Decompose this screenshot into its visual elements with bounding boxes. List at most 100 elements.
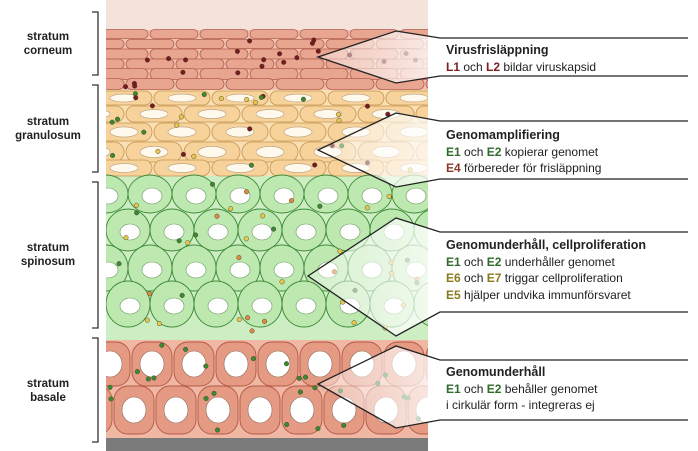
cell-nucleus	[205, 396, 231, 424]
cell-nucleus	[106, 261, 119, 279]
corneum-cell	[175, 78, 225, 90]
cell-nucleus	[109, 126, 139, 138]
cell-nucleus	[106, 350, 123, 378]
corneum-cell	[275, 78, 325, 90]
virus-particle	[218, 95, 224, 101]
virus-particle	[183, 346, 189, 352]
cell-nucleus	[197, 146, 227, 158]
corneum-cell	[275, 39, 325, 49]
cell-nucleus	[223, 350, 249, 378]
corneum-cell	[149, 68, 199, 80]
callout-genomunderhall-proliferation: Genomunderhåll, cellproliferation E1 och…	[446, 237, 676, 303]
cell-nucleus	[255, 146, 285, 158]
virus-particle	[351, 320, 357, 326]
virus-particle	[364, 205, 370, 211]
cell-nucleus	[163, 223, 185, 241]
virus-particle	[303, 374, 309, 380]
cell-nucleus	[141, 187, 163, 205]
corneum-cell	[225, 78, 275, 90]
virus-particle	[110, 152, 116, 158]
cell-nucleus	[225, 163, 255, 173]
corneum-cell	[149, 48, 199, 60]
virus-particle	[336, 111, 342, 117]
cell-nucleus	[119, 297, 141, 315]
arrow-genomunderhall-proliferation	[306, 217, 688, 337]
corneum-cell	[425, 79, 428, 89]
protein-code: E2	[486, 381, 502, 396]
callout-line: i cirkulär form - integreras ej	[446, 397, 676, 414]
callout-line: E1 och E2 kopierar genomet	[446, 144, 676, 161]
virus-particle	[203, 396, 209, 402]
virus-particle	[183, 57, 189, 63]
virus-particle	[296, 375, 302, 381]
cell-nucleus	[106, 187, 119, 205]
virus-particle	[365, 103, 371, 109]
label-stratum-spinosum: stratum spinosum	[8, 241, 88, 269]
virus-particle	[203, 363, 209, 369]
virus-particle	[281, 59, 287, 65]
virus-particle	[277, 51, 283, 57]
callout-arrows	[306, 30, 688, 429]
virus-particle	[228, 206, 234, 212]
virus-particle	[185, 240, 191, 246]
virus-particle	[317, 203, 323, 209]
virus-particle	[236, 255, 242, 261]
virus-particle	[259, 63, 265, 69]
callout-text: behåller genomet	[501, 381, 598, 396]
callout-text: hjälper undvika immunförsvaret	[460, 287, 631, 302]
virus-particle	[159, 342, 165, 348]
corneum-surface	[106, 0, 428, 30]
cell-nucleus	[317, 187, 339, 205]
cell-nucleus	[295, 223, 317, 241]
virus-particle	[155, 148, 161, 154]
protein-code: L1	[446, 59, 461, 74]
callout-line: E5 hjälper undvika immunförsvaret	[446, 287, 676, 304]
cell-nucleus	[167, 93, 197, 103]
corneum-cell	[275, 58, 325, 70]
corneum-cell	[106, 29, 149, 39]
cell-nucleus	[139, 350, 165, 378]
virus-particle	[294, 55, 300, 61]
label-stratum-granulosum: stratum granulosum	[8, 115, 88, 143]
corneum-cell	[249, 48, 299, 60]
cell-nucleus	[119, 223, 141, 241]
virus-particle	[107, 384, 113, 390]
virus-particle	[279, 279, 285, 285]
corneum-cell	[175, 39, 225, 49]
cell-nucleus	[163, 396, 189, 424]
protein-code: E1	[446, 144, 461, 159]
layer-name-line2: basale	[30, 392, 66, 404]
virus-particle	[297, 389, 303, 395]
cell-nucleus	[251, 297, 273, 315]
virus-particle	[179, 292, 185, 298]
cell-nucleus	[361, 187, 383, 205]
virus-particle	[260, 213, 266, 219]
virus-particle	[262, 318, 268, 324]
arrow-genomunderhall	[316, 345, 688, 429]
callout-text: bildar viruskapsid	[500, 59, 597, 74]
protein-code: E1	[446, 254, 461, 269]
virus-particle	[341, 422, 347, 428]
virus-particle	[174, 122, 180, 128]
virus-particle	[289, 198, 295, 204]
virus-particle	[248, 162, 254, 168]
callout-virusfrislappning: Virusfrisläppning L1 och L2 bildar virus…	[446, 42, 676, 75]
corneum-cell	[175, 58, 225, 70]
cell-nucleus	[163, 297, 185, 315]
corneum-cell	[325, 78, 375, 90]
virus-particle	[214, 213, 220, 219]
cell-nucleus	[76, 224, 96, 240]
callout-title: Virusfrisläppning	[446, 43, 549, 57]
corneum-cell	[199, 48, 249, 60]
protein-code: E1	[446, 381, 461, 396]
basement-membrane	[106, 438, 428, 451]
conjunction: och	[460, 59, 487, 74]
callout-text: kopierar genomet	[501, 144, 599, 159]
cell-nucleus	[341, 93, 371, 103]
virus-particle	[247, 38, 253, 44]
virus-particle	[191, 153, 197, 159]
virus-particle	[236, 317, 242, 323]
cell-nucleus	[207, 297, 229, 315]
